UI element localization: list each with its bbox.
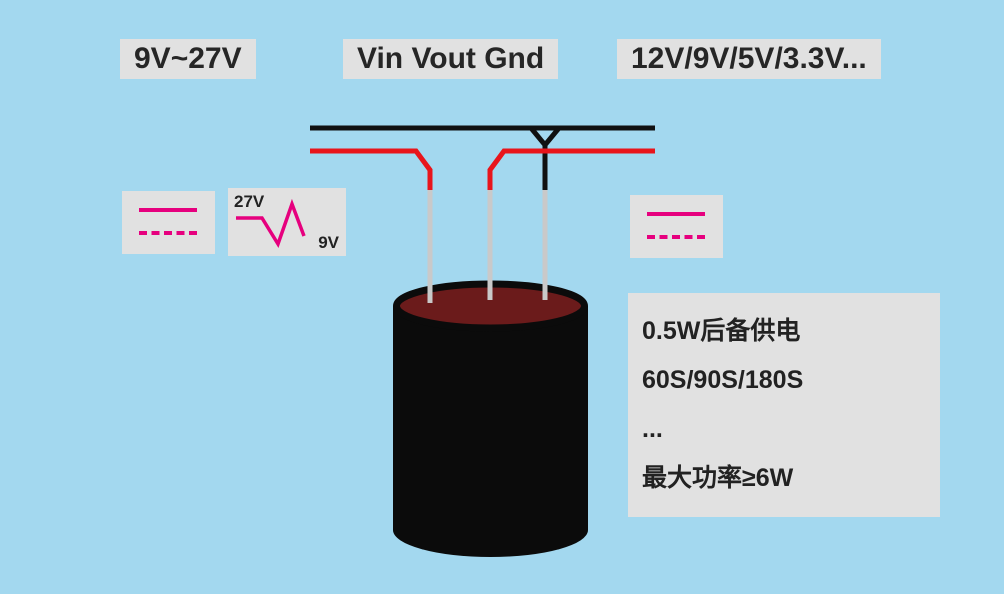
spec-line-duration: 60S/90S/180S	[642, 366, 804, 394]
dashed-line-icon	[139, 231, 197, 235]
waveform-low-label: 9V	[318, 233, 339, 252]
spec-line-ellipsis: ...	[642, 415, 663, 443]
input-voltage-label: 9V~27V	[120, 39, 256, 79]
black-wire	[310, 125, 655, 190]
output-legend	[630, 195, 723, 258]
waveform-high-label: 27V	[234, 192, 265, 211]
capacitor	[393, 280, 588, 557]
voltage-waveform-icon	[236, 198, 306, 249]
red-wire	[310, 148, 655, 190]
capacitor-body	[393, 306, 588, 530]
spec-line-max-power: 最大功率≥6W	[642, 464, 794, 492]
pin-labels: Vin Vout Gnd	[343, 39, 559, 79]
input-legend	[122, 191, 215, 254]
solid-line-icon	[647, 212, 705, 216]
solid-line-icon	[139, 208, 197, 212]
output-voltage-label: 12V/9V/5V/3.3V...	[617, 39, 881, 79]
input-waveform-panel: 27V 9V	[228, 188, 346, 256]
spec-line-backup-power: 0.5W后备供电	[642, 317, 801, 345]
spec-box: 0.5W后备供电 60S/90S/180S ... 最大功率≥6W	[628, 293, 940, 517]
dashed-line-icon	[647, 235, 705, 239]
capacitor-leads	[427, 172, 548, 303]
